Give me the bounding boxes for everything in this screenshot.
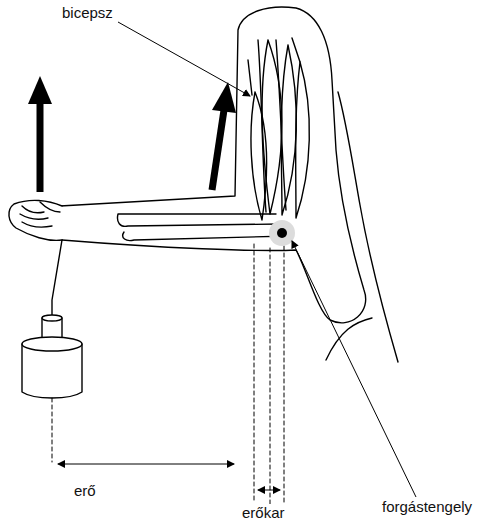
- part-label: forgástengely: [380, 498, 474, 516]
- part-label: bicepsz: [60, 4, 115, 22]
- dimension-label: erő: [72, 482, 98, 500]
- dimension-label: erőkar: [240, 504, 287, 522]
